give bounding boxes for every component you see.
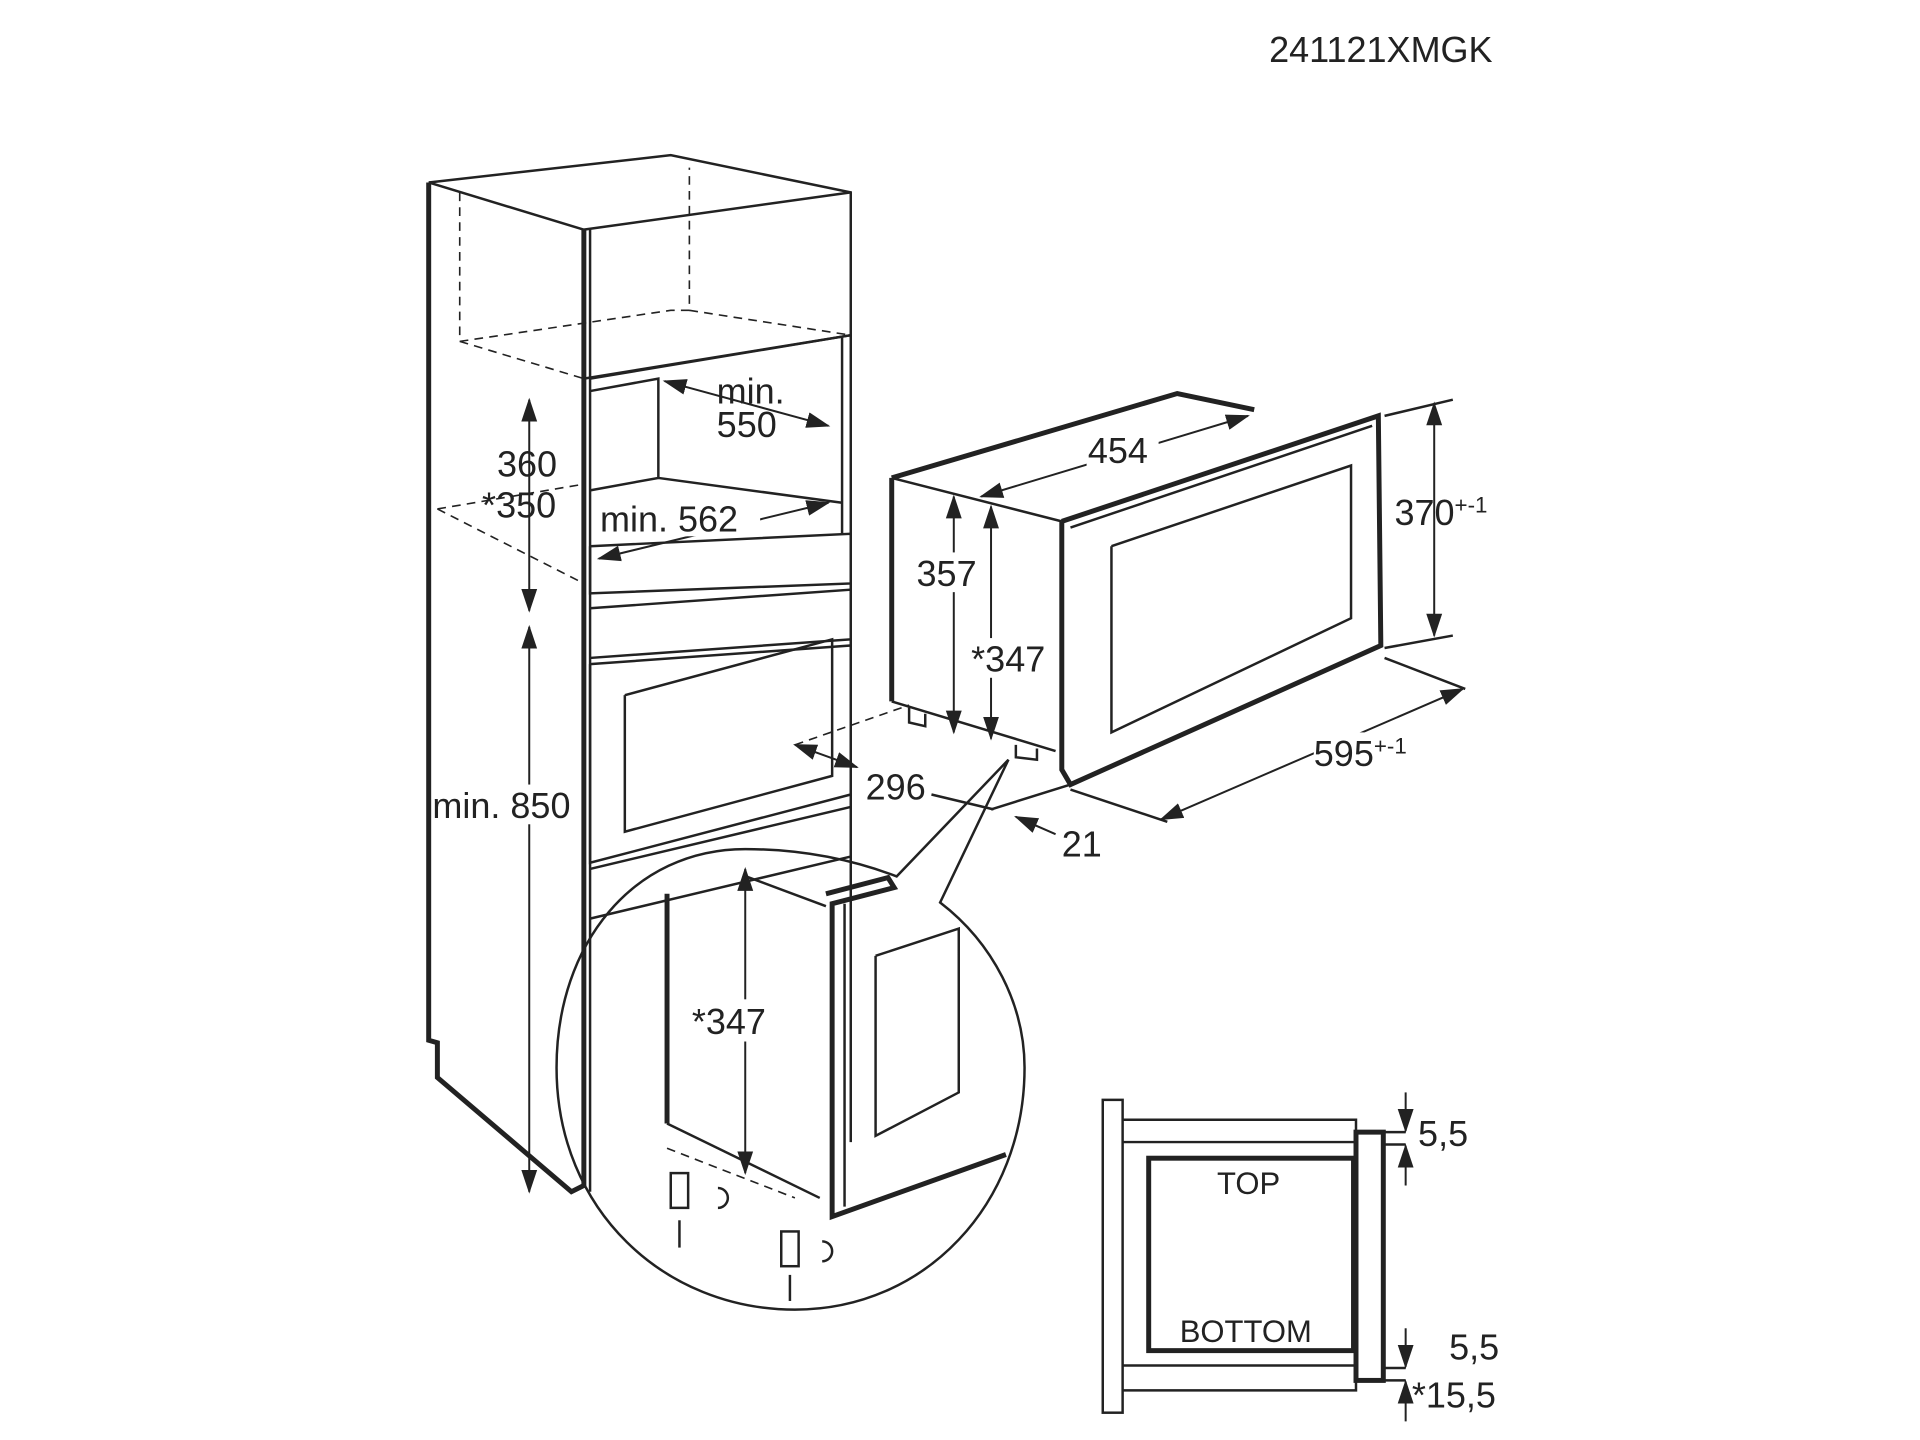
model-code: 241121XMGK <box>1269 29 1492 70</box>
dim-min-562: min. 562 <box>600 498 738 539</box>
dim-min-550-b: 550 <box>717 404 777 445</box>
tall-cabinet <box>426 153 853 1195</box>
dim-350: *350 <box>482 485 556 526</box>
gap-bottom-star: *15,5 <box>1412 1375 1496 1416</box>
dim-296: 296 <box>866 766 926 807</box>
section-view <box>1101 1092 1414 1422</box>
gap-top: 5,5 <box>1418 1113 1468 1154</box>
dim-370: 370+-1 <box>1394 492 1487 533</box>
dim-347: *347 <box>971 639 1045 680</box>
top-label: TOP <box>1217 1166 1280 1201</box>
dim-min-850: min. 850 <box>432 785 570 826</box>
dim-595: 595+-1 <box>1314 733 1407 774</box>
bottom-label: BOTTOM <box>1180 1314 1312 1349</box>
dim-454: 454 <box>1088 430 1148 471</box>
dim-min-550-a: min. <box>717 370 785 411</box>
dim-21: 21 <box>1062 824 1102 865</box>
detail-circle <box>555 758 1026 1311</box>
gap-bottom: 5,5 <box>1449 1326 1499 1367</box>
dim-360: 360 <box>497 444 557 485</box>
dim-357: 357 <box>917 553 977 594</box>
detail-dim-347: *347 <box>692 1001 766 1042</box>
